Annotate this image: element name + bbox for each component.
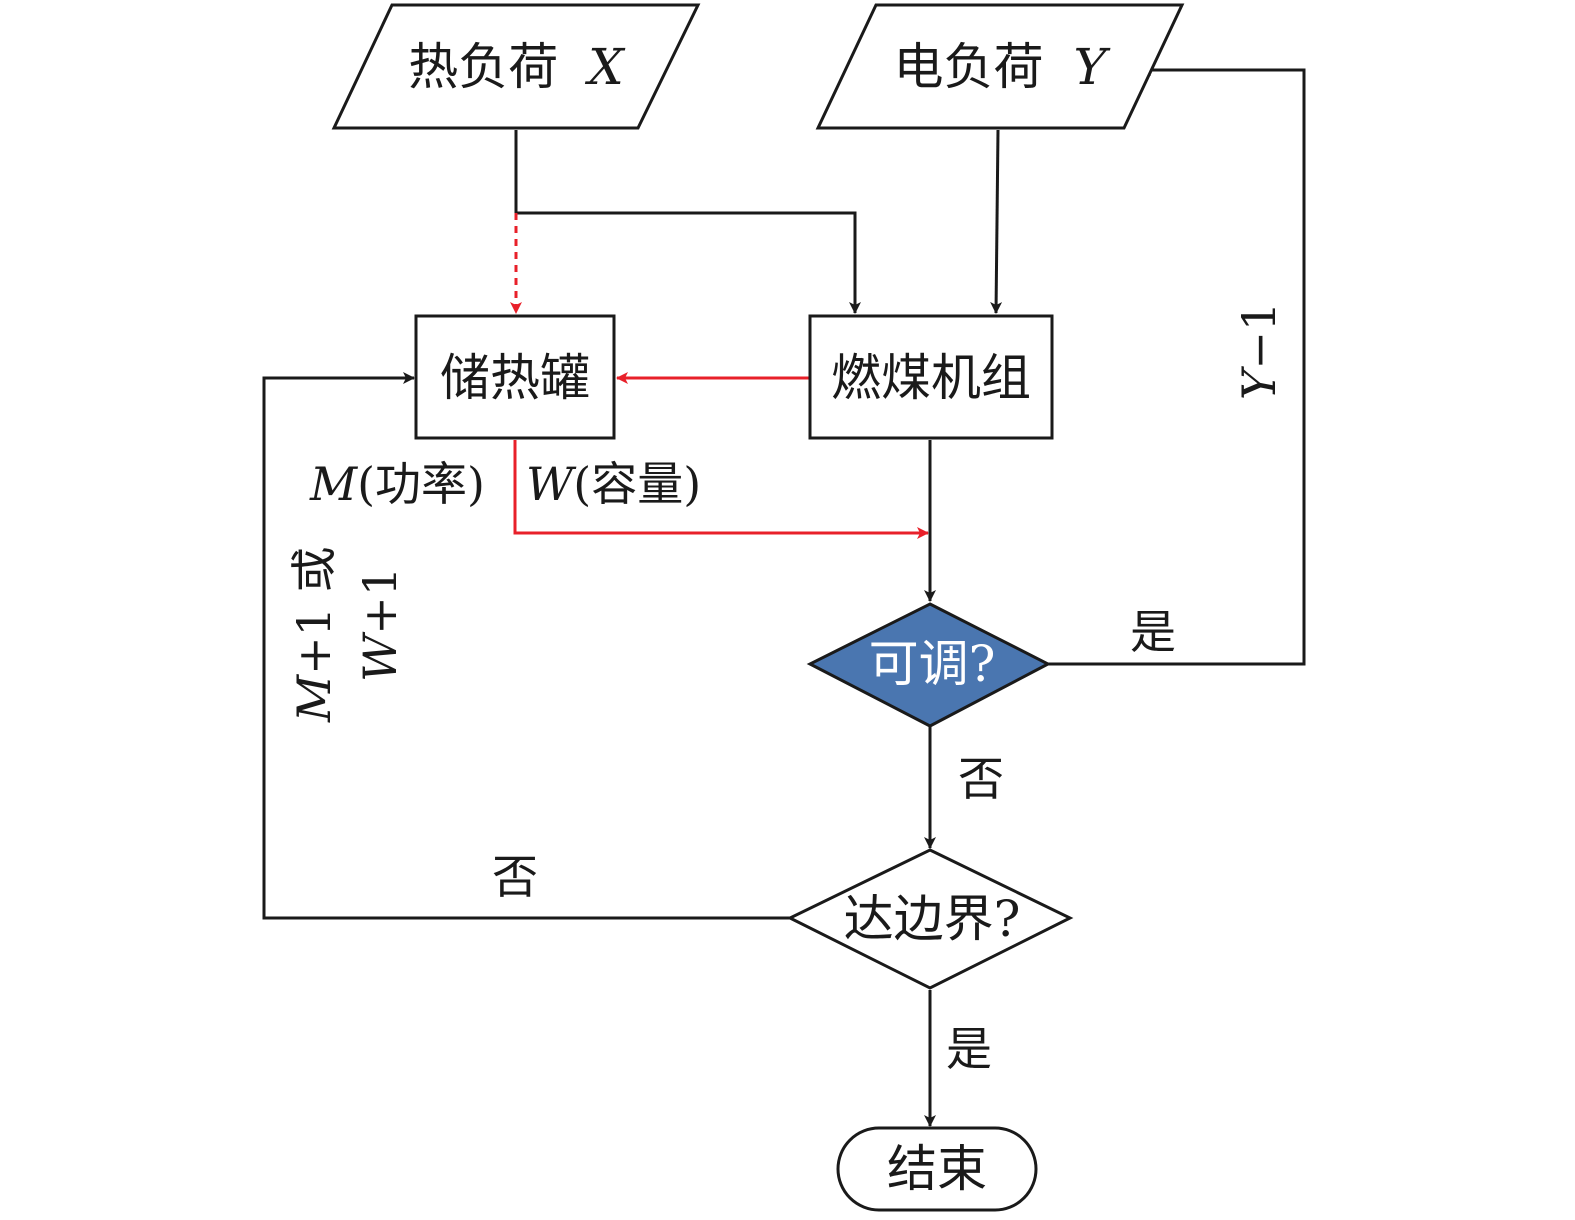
edge-heat-load-to-coal-unit [516,211,861,314]
boundary-decision: 达边界? [786,848,1074,990]
heat-load-var: X [584,38,626,96]
adjustable-decision: 可调? [806,602,1052,728]
boundary-label: 达边界? [844,890,1021,948]
heat-load-node: 热负荷 X [331,3,701,130]
storage-node: 储热罐 [414,314,616,440]
edge-adjustable-yes-loop [1048,64,1306,666]
adjustable-no-label: 否 [958,752,1004,806]
edge-storage-to-main-line [513,440,929,539]
power-label: M(功率) [309,457,485,511]
w-plus-one-label: W+1 [353,567,407,682]
m-plus-one-label: M+1 或 [287,546,341,723]
elec-load-node: 电负荷 Y [815,3,1185,130]
edge-boundary-no-loop [262,372,790,920]
svg-text:热负荷 X: 热负荷 X [408,38,626,96]
edge-elec-load-to-coal-unit [990,129,1003,314]
svg-text:电负荷 Y: 电负荷 Y [894,38,1111,96]
elec-load-label: 电负荷 [894,38,1044,96]
elec-load-var: Y [1073,38,1110,96]
storage-label: 储热罐 [440,349,590,407]
coal-unit-label: 燃煤机组 [831,349,1031,407]
boundary-no-label: 否 [492,850,538,904]
y-minus-one-label: Y−1 [1232,302,1286,400]
end-label: 结束 [887,1140,987,1198]
heat-load-label: 热负荷 [408,38,558,96]
adjustable-yes-label: 是 [1130,605,1176,659]
adjustable-label: 可调? [869,635,996,693]
boundary-yes-label: 是 [946,1022,992,1076]
capacity-label: W(容量) [526,457,701,511]
end-node: 结束 [836,1126,1038,1212]
coal-unit-node: 燃煤机组 [808,314,1054,440]
